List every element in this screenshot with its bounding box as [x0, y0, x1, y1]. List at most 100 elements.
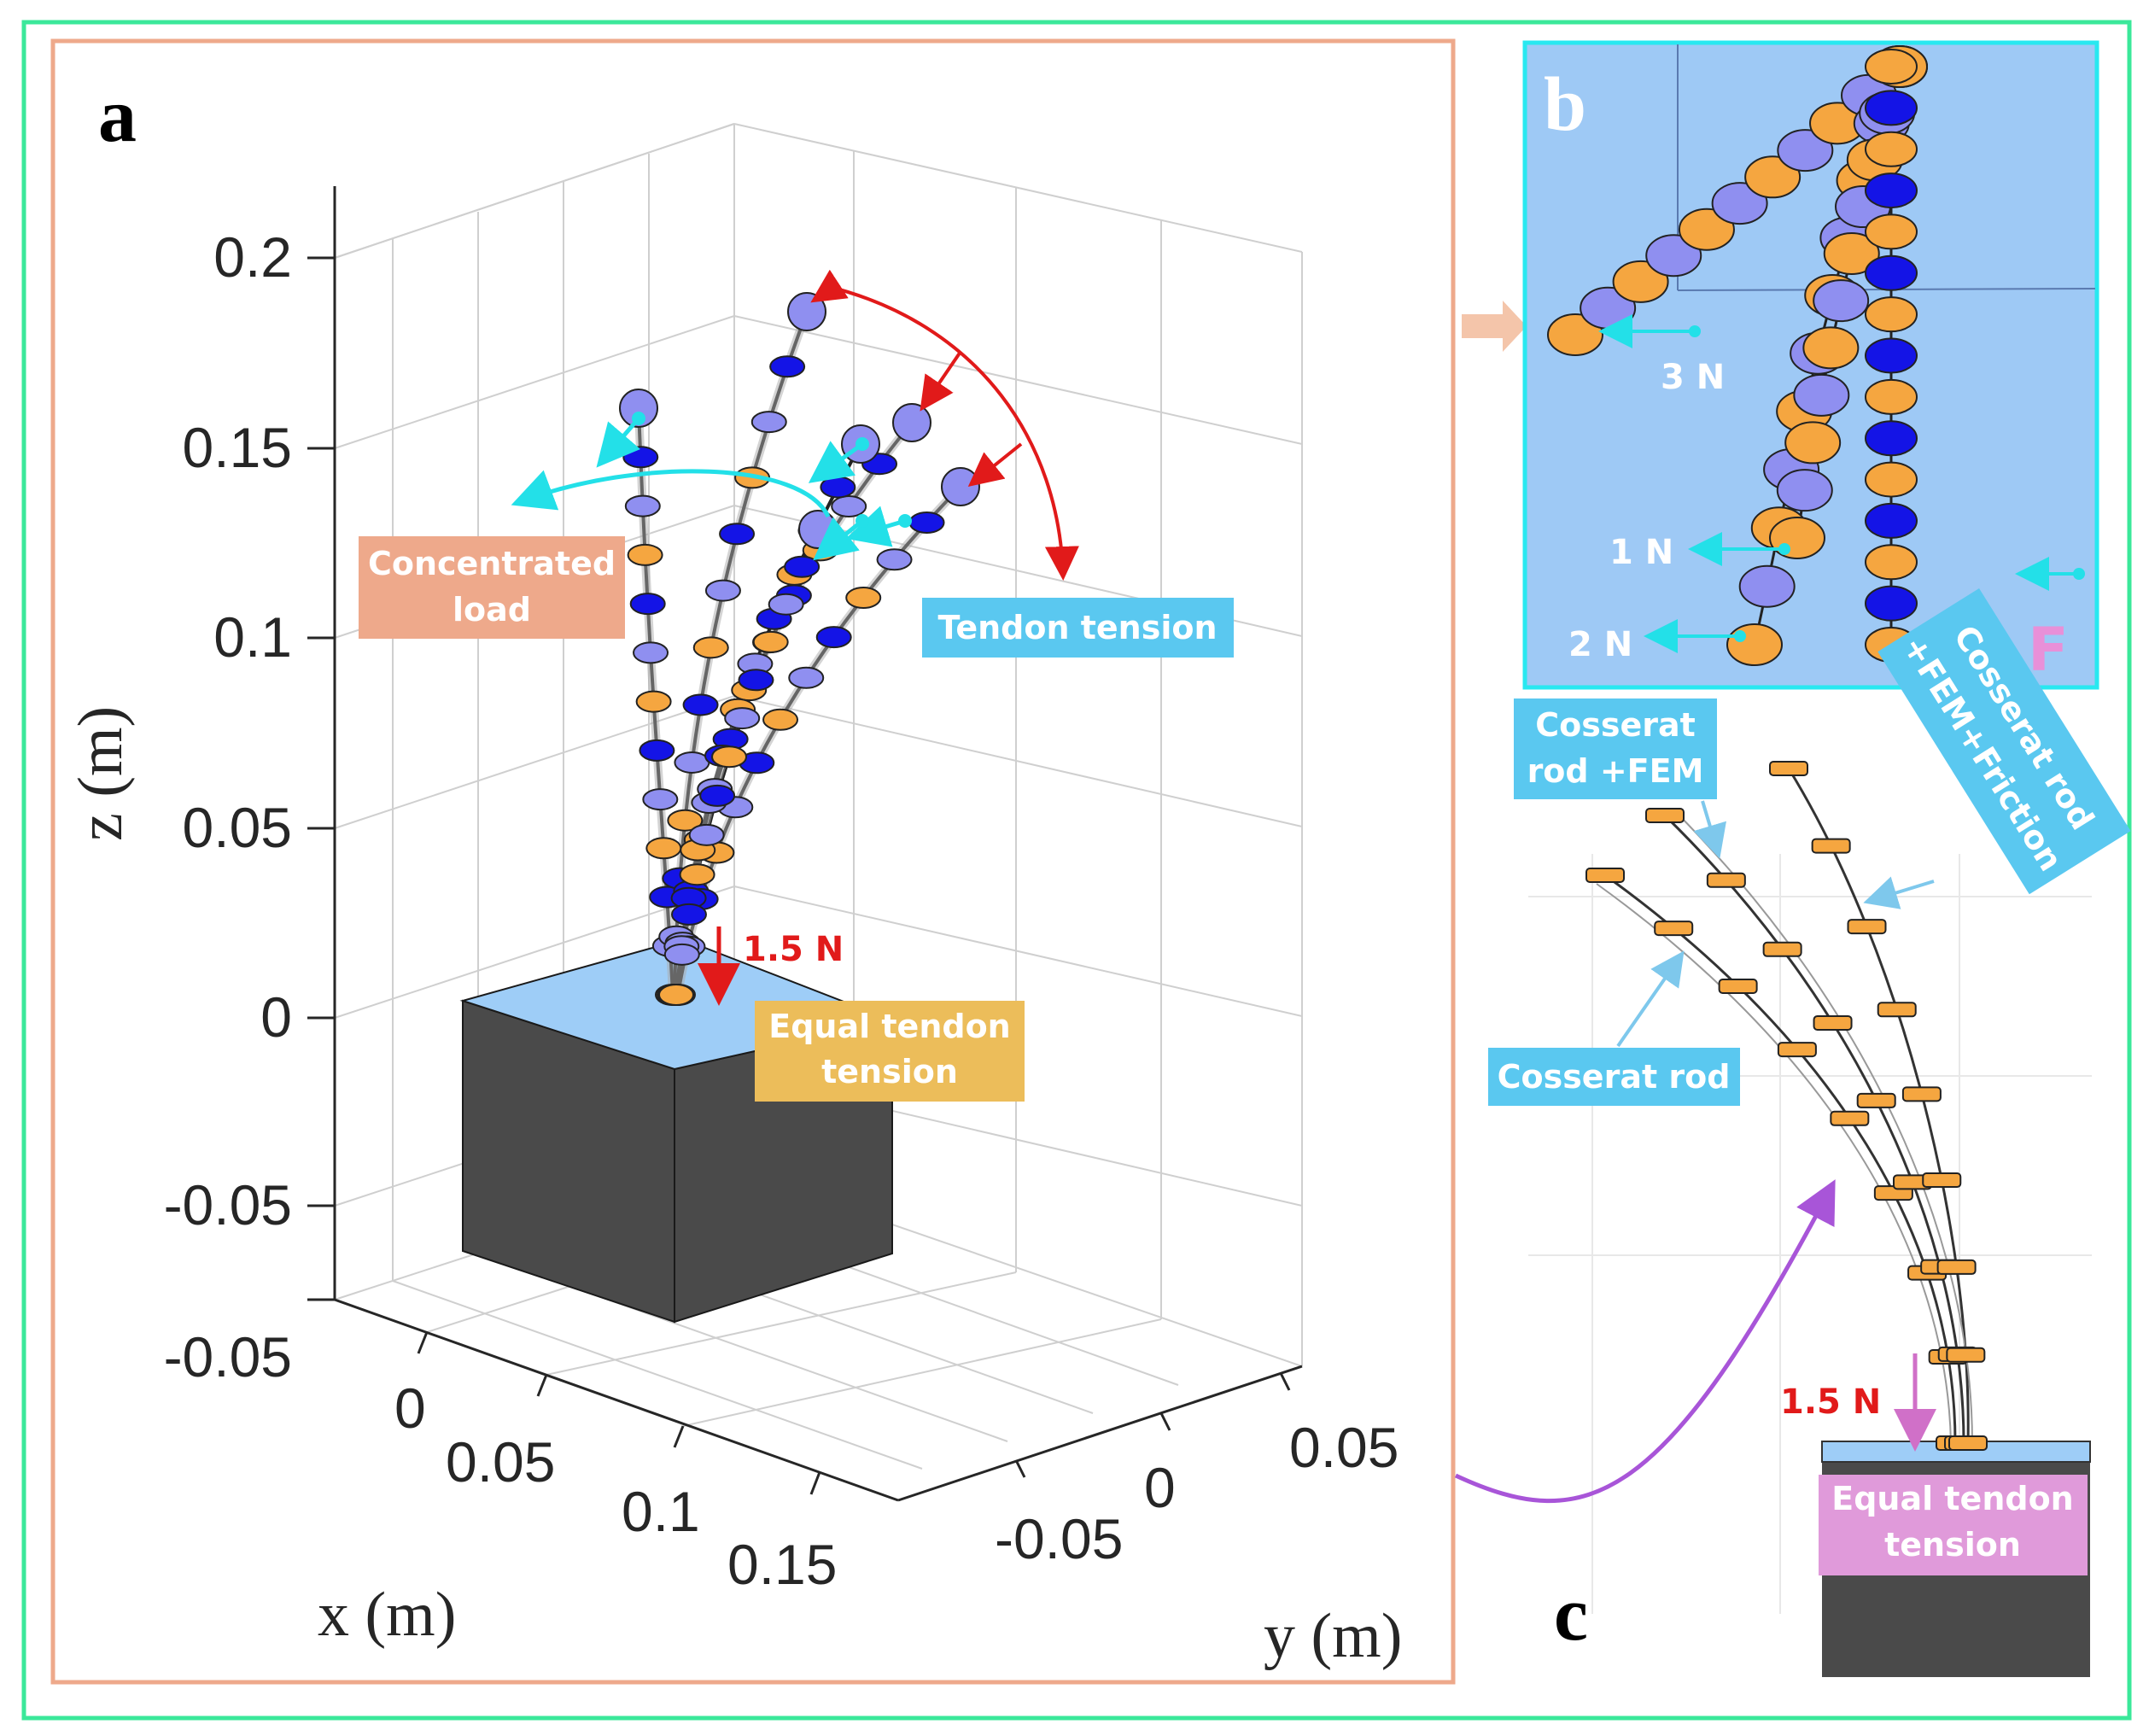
callout-text: tension	[821, 1053, 958, 1090]
rod-disk	[629, 593, 666, 616]
z-tick-label: 0	[260, 985, 292, 1049]
force-symbol: F	[2028, 615, 2069, 685]
y-tick-labels: -0.05 0 0.05	[995, 1416, 1399, 1570]
rod-disk	[908, 511, 945, 534]
rod-disk	[1744, 155, 1802, 199]
z-tick-label: 0.15	[183, 416, 292, 479]
rod-disks	[619, 292, 980, 1006]
callout-box	[359, 536, 625, 639]
callout-text: Equal tendon	[1831, 1480, 2073, 1517]
y-tick-label: 0	[1144, 1456, 1176, 1519]
callout-text: Cosserat rod	[1498, 1058, 1731, 1096]
rod-disk	[1865, 420, 1918, 457]
rod-tip	[787, 292, 826, 331]
rod-disk	[667, 809, 704, 832]
rod-disk	[645, 837, 682, 860]
rod-disk	[1830, 1110, 1870, 1126]
rod-disk	[1769, 517, 1825, 559]
callout-text: Tendon tension	[937, 609, 1217, 646]
rod-disk	[1777, 129, 1834, 172]
force-label-2n: 2 N	[1568, 625, 1632, 664]
z-tick-labels: 0.2 0.15 0.1 0.05 0 -0.05 -0.05	[164, 225, 292, 1388]
rod-disk	[1738, 564, 1796, 608]
rod-disk	[762, 708, 799, 731]
tension-arrow	[810, 269, 849, 303]
rod-disk	[738, 669, 774, 692]
callout-equal-tension-c: Equal tendon tension	[1819, 1475, 2088, 1575]
callout-box	[755, 1001, 1025, 1102]
tension-arrow	[967, 442, 1023, 488]
rod-disk	[711, 745, 748, 769]
rod-disk	[1802, 326, 1860, 370]
rod-disk	[1865, 90, 1918, 126]
callout-box	[922, 598, 1234, 658]
rod-disk	[724, 707, 761, 730]
rod-disk	[784, 555, 820, 578]
callout-cosserat-fem: Cosserat rod +FEM	[1514, 698, 1717, 799]
rod-disk	[1706, 872, 1746, 888]
rod-disk	[1784, 421, 1842, 465]
callout-box	[1488, 1048, 1740, 1106]
rod-disk	[1811, 838, 1851, 854]
callout-tendon-tension: Tendon tension	[922, 598, 1234, 658]
rod-disk	[624, 494, 661, 517]
rod-disk	[1776, 469, 1833, 512]
x-axis-label: x (m)	[318, 1580, 456, 1650]
panel-a-label: a	[98, 73, 137, 158]
force-label: 1.5 N	[1780, 1382, 1881, 1422]
rod-disk	[1936, 1259, 1977, 1275]
callout-text: rod +FEM	[1527, 752, 1704, 790]
rod-disk	[633, 641, 669, 664]
rod-disk	[1865, 585, 1918, 622]
x-tick-labels: 0 0.05 0.1 0.15	[394, 1377, 837, 1596]
rod-disk	[1813, 279, 1870, 323]
x-tick-label: 0.1	[622, 1480, 700, 1543]
rod-disk	[1813, 1014, 1853, 1031]
rod-disk	[1865, 461, 1918, 498]
force-label-3n: 3 N	[1661, 358, 1725, 397]
rod-disk	[1769, 761, 1808, 776]
tendon-tension-arrows	[810, 269, 1079, 581]
tension-arrow	[920, 350, 962, 412]
rod-disk	[682, 693, 719, 716]
rod-disk	[1654, 921, 1694, 937]
panel-b-label: b	[1544, 62, 1586, 147]
force-label-1n: 1 N	[1609, 533, 1673, 572]
rod-disk	[1865, 254, 1918, 291]
y-axis-label: y (m)	[1264, 1601, 1402, 1671]
z-tick-label: 0.1	[213, 605, 292, 669]
rod-disk	[699, 784, 736, 807]
callout-cosserat-rod: Cosserat rod	[1488, 1048, 1740, 1106]
rod-disk	[679, 863, 715, 886]
rod-disk	[1645, 234, 1702, 278]
rod-disk	[1865, 502, 1918, 539]
rod-disk	[1865, 296, 1918, 333]
rod-disk	[719, 523, 756, 546]
rod-disk	[627, 543, 663, 566]
x-tick-label: 0.05	[446, 1430, 555, 1493]
x-tick-label: 0	[394, 1377, 426, 1440]
rod-disk	[820, 476, 856, 499]
rod-disk	[670, 903, 707, 926]
rod-disk	[674, 751, 710, 774]
rod-disk	[635, 690, 672, 713]
load-arrow	[596, 417, 641, 468]
z-tick-label: -0.05	[164, 1325, 292, 1388]
rod-disk	[788, 666, 825, 689]
rod-disk	[752, 630, 789, 653]
tension-curve	[826, 284, 1079, 581]
y-tick-label: 0.05	[1289, 1416, 1399, 1479]
rod-disk	[1877, 1002, 1917, 1018]
y-tick-label: -0.05	[995, 1507, 1123, 1570]
rod-disk	[688, 823, 725, 846]
concentrated-load-arrows	[511, 417, 906, 561]
rod-disk	[750, 411, 787, 434]
rod-disk	[1793, 373, 1850, 417]
rod-disk	[1678, 208, 1735, 251]
rod-disk	[1823, 231, 1880, 275]
rod-disk	[1948, 1435, 1988, 1451]
panel-c-disks	[1585, 761, 1988, 1451]
panel-link-curve	[1454, 1179, 1836, 1504]
rod-tip	[941, 467, 980, 506]
